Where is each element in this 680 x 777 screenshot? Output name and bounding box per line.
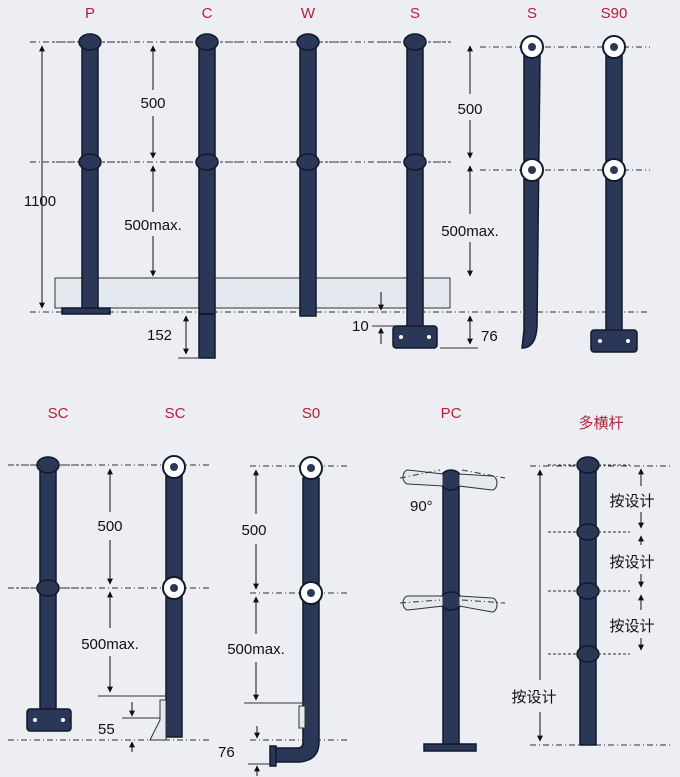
label-s0: S0 bbox=[302, 405, 320, 422]
label-sc-eye: SC bbox=[165, 405, 186, 422]
dim-500-right: 500 bbox=[457, 45, 483, 159]
dim-1100: 1100 bbox=[24, 45, 56, 309]
dim-500max-s0-text: 500max. bbox=[227, 641, 285, 658]
pc-tube-lower-right bbox=[458, 595, 498, 613]
label-p: P bbox=[85, 5, 95, 22]
dim-55-text: 55 bbox=[98, 721, 115, 738]
label-multi-rail: 多横杆 bbox=[578, 415, 623, 432]
dim-500max-sc-text: 500max. bbox=[81, 636, 139, 653]
dim-design-overall: 按设计 bbox=[511, 469, 557, 742]
toe-board bbox=[54, 277, 451, 309]
post-s90 bbox=[590, 35, 638, 353]
dim-500max-s0: 500max. bbox=[227, 596, 310, 704]
dim-design-2-text: 按设计 bbox=[609, 554, 654, 571]
dim-500-right-text: 500 bbox=[457, 101, 482, 118]
dim-152: 152 bbox=[147, 315, 200, 359]
dim-500max-sc: 500max. bbox=[81, 591, 172, 697]
post-s-eye bbox=[520, 35, 544, 349]
post-sc bbox=[16, 456, 92, 732]
dim-design-3-text: 按设计 bbox=[609, 618, 654, 635]
dim-500-sc-text: 500 bbox=[97, 518, 122, 535]
dim-1100-text: 1100 bbox=[24, 193, 56, 210]
pc-tube-upper-left bbox=[402, 469, 444, 487]
dim-design-1: 按设计 bbox=[609, 468, 655, 529]
dim-76-s0: 76 bbox=[218, 726, 276, 776]
label-s: S bbox=[410, 5, 420, 22]
dim-design-1-text: 按设计 bbox=[609, 493, 654, 510]
dim-500max-right: 500max. bbox=[441, 165, 499, 277]
dim-500max-left: 500max. bbox=[124, 165, 182, 277]
label-c: C bbox=[202, 5, 213, 22]
dim-76-s0-text: 76 bbox=[218, 744, 235, 761]
label-sc: SC bbox=[48, 405, 69, 422]
label-w: W bbox=[301, 5, 316, 22]
dim-500-left: 500 bbox=[140, 45, 166, 159]
dim-design-2: 按设计 bbox=[609, 535, 655, 588]
post-multi-rail bbox=[548, 456, 630, 746]
post-s0 bbox=[269, 456, 323, 767]
dim-500-s0: 500 bbox=[241, 469, 267, 590]
pc-tube-lower-left bbox=[402, 595, 444, 611]
dim-10-text: 10 bbox=[352, 318, 369, 335]
label-pc: PC bbox=[441, 405, 462, 422]
dim-10: 10 bbox=[352, 292, 395, 344]
dim-55: 55 bbox=[98, 702, 160, 752]
dim-design-overall-text: 按设计 bbox=[511, 689, 556, 706]
dim-152-text: 152 bbox=[147, 327, 172, 344]
dim-76-top: 76 bbox=[440, 315, 498, 349]
post-c bbox=[170, 33, 244, 359]
dim-76-top-text: 76 bbox=[481, 328, 498, 345]
label-s-eye: S bbox=[527, 5, 537, 22]
post-p bbox=[52, 33, 128, 315]
dim-500-s0-text: 500 bbox=[241, 522, 266, 539]
dim-500max-right-text: 500max. bbox=[441, 223, 499, 240]
dim-500max-left-text: 500max. bbox=[124, 217, 182, 234]
dim-500-sc: 500 bbox=[97, 468, 123, 585]
pc-tube-upper-right bbox=[458, 473, 498, 491]
post-s bbox=[378, 33, 452, 349]
angle-90-text: 90° bbox=[410, 498, 433, 515]
post-w bbox=[270, 33, 345, 317]
post-sc-eye bbox=[149, 455, 186, 741]
post-pc bbox=[399, 469, 506, 752]
label-s90: S90 bbox=[601, 5, 628, 22]
dim-design-3: 按设计 bbox=[609, 594, 655, 651]
dim-500-left-text: 500 bbox=[140, 95, 165, 112]
